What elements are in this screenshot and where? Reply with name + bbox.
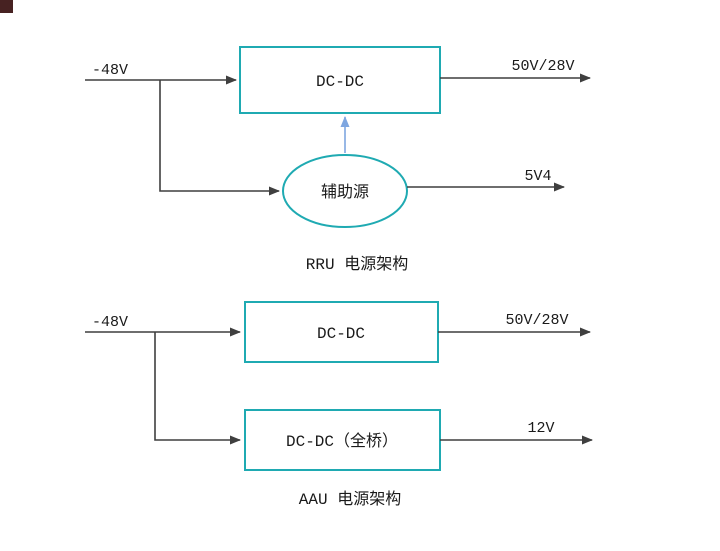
rru-dcdc-box [239, 46, 441, 114]
aau-caption: AAU 电源架构 [299, 490, 401, 509]
aau-dcdc-label: DC-DC [317, 325, 365, 343]
rru-dcdc-label: DC-DC [316, 73, 364, 91]
aau-dcdc-box [244, 301, 439, 363]
rru-dcdc-output-label: 50V/28V [511, 58, 574, 75]
aau-diagram: -48V DC-DC 50V/28V DC-DC（全桥） 12V AAU 电源架… [85, 301, 593, 509]
rru-input-label: -48V [92, 62, 128, 79]
aau-fullbridge-output-label: 12V [527, 420, 554, 437]
aau-branch-line [154, 332, 241, 445]
rru-caption: RRU 电源架构 [306, 255, 408, 274]
rru-aux-output-label: 5V4 [524, 168, 551, 185]
aau-fullbridge-box [244, 409, 441, 471]
rru-branch-line [159, 80, 280, 196]
rru-aux-ellipse [282, 154, 408, 228]
aau-input-label: -48V [92, 314, 128, 331]
rru-diagram: -48V DC-DC 50V/28V 辅助源 5V4 RRU 电源架构 [85, 46, 591, 274]
corner-mark [0, 0, 13, 13]
aau-fullbridge-label: DC-DC（全桥） [286, 432, 398, 451]
aau-dcdc-output-label: 50V/28V [505, 312, 568, 329]
rru-aux-label: 辅助源 [321, 183, 369, 202]
